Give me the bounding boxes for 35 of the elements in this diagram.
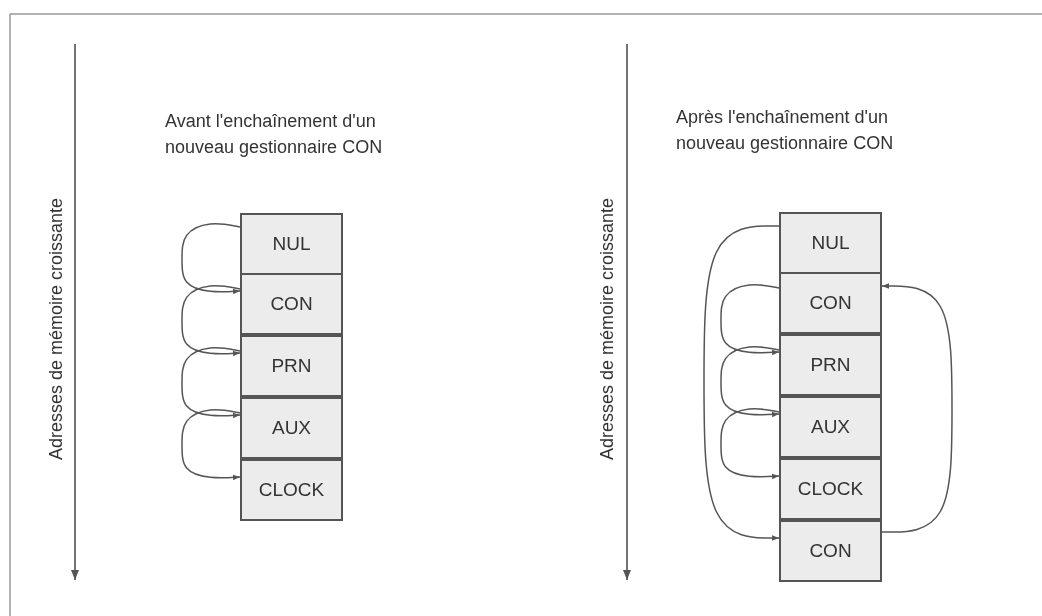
device-name: CON	[809, 292, 852, 314]
memory-block	[779, 458, 882, 520]
arrow	[181, 347, 241, 419]
arrow	[720, 284, 780, 356]
device-name: PRN	[810, 354, 851, 376]
device-name: NUL	[811, 232, 850, 254]
axis-label: Adresses de mémoire croissante	[596, 197, 618, 460]
memory-block	[779, 396, 882, 458]
memory-block	[240, 335, 343, 397]
device-name: CLOCK	[258, 479, 325, 501]
device-name: PRN	[271, 355, 312, 377]
device-name: AUX	[810, 416, 851, 438]
arrow	[720, 346, 780, 418]
memory-block	[240, 213, 343, 275]
memory-block	[240, 459, 343, 521]
axis-label: Adresses de mémoire croissante	[45, 197, 67, 460]
arrow	[720, 408, 780, 480]
memory-block	[779, 272, 882, 334]
device-name: CON	[809, 540, 852, 562]
arrow	[181, 409, 241, 481]
memory-block	[240, 397, 343, 459]
device-name: CON	[270, 293, 313, 315]
memory-block	[779, 520, 882, 582]
device-name: CLOCK	[797, 478, 864, 500]
device-name: AUX	[271, 417, 312, 439]
memory-block	[240, 273, 343, 335]
arrow	[703, 225, 780, 541]
memory-block	[779, 334, 882, 396]
panel-heading: Avant l'enchaînement d'un nouveau gestionnaire CON	[165, 110, 384, 160]
panel-heading: Après l'enchaînement d'un nouveau gestionnaire CON	[676, 106, 895, 156]
device-name: NUL	[272, 233, 311, 255]
arrow	[881, 283, 953, 533]
memory-block	[779, 212, 882, 274]
arrow	[181, 285, 241, 357]
arrow	[181, 223, 241, 295]
